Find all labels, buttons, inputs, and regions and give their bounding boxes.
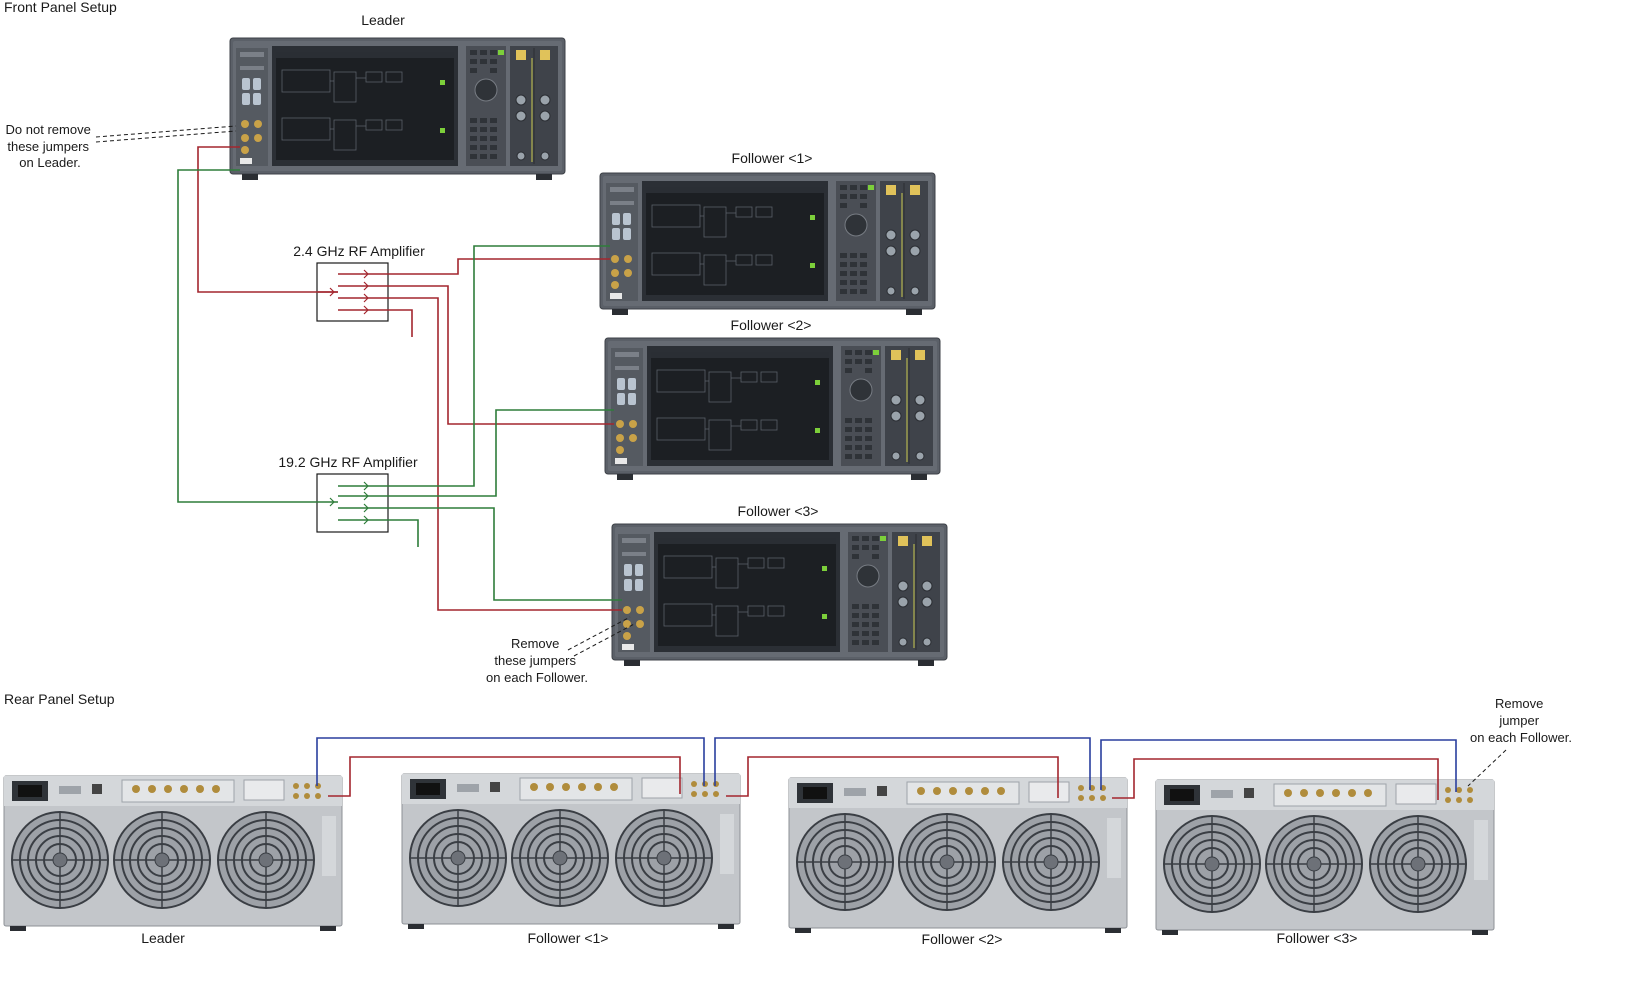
leader-front-instrument [229,37,566,181]
leader-front-label: Leader [361,12,405,28]
follower-2-front-label: Follower <2> [731,317,812,333]
rear-panel-title: Rear Panel Setup [4,691,115,707]
front-panel-title: Front Panel Setup [4,0,117,15]
sync-cables-rear [316,737,1457,792]
follower-jumper-note: Remove these jumpers on each Follower. [486,636,588,685]
follower-2-rear-label: Follower <2> [922,931,1003,947]
follower-1-rear-chassis [401,773,741,930]
leader-rear-label: Leader [141,930,185,946]
follower-3-rear-label: Follower <3> [1277,930,1358,946]
follower-1-front-instrument [599,172,936,316]
rear-jumper-leader [1467,749,1507,787]
follower-3-rear-chassis [1155,779,1495,936]
follower-2-rear-chassis [788,777,1128,934]
amp-19-2ghz-label: 19.2 GHz RF Amplifier [278,454,418,470]
follower-2-front-instrument [604,337,941,481]
amp-2-4ghz-arrows [329,269,369,315]
lo-cables-rear [328,756,1439,800]
leader-rear-chassis [3,775,343,932]
amp-2-4ghz-label: 2.4 GHz RF Amplifier [293,243,425,259]
lo-cables-front [197,146,622,611]
follower-3-front-label: Follower <3> [738,503,819,519]
follower-1-front-label: Follower <1> [732,150,813,166]
ref-cables-front [177,169,622,601]
amp-19-2ghz-arrows [329,481,369,525]
amp-19-2ghz-box [316,473,389,533]
rear-jumper-note: Remove jumper on each Follower. [1470,696,1572,745]
follower-jumper-leaders [567,616,637,657]
leader-jumper-note: Do not remove these jumpers on Leader. [6,122,95,170]
leader-jumper-leaders [95,125,237,143]
follower-1-rear-label: Follower <1> [528,930,609,946]
follower-3-front-instrument [611,523,948,667]
